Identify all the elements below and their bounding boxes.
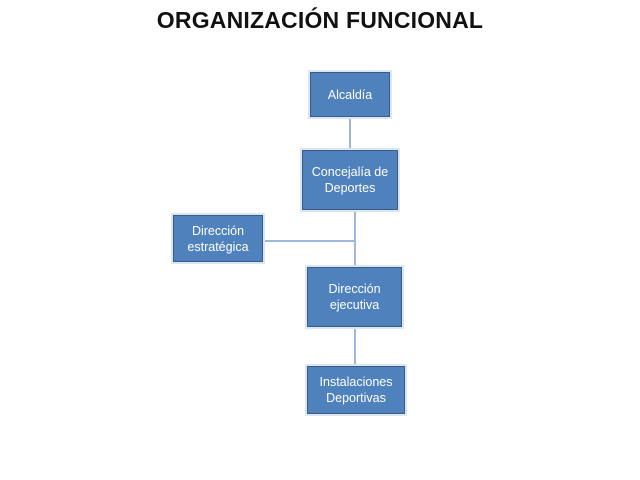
node-concejalia-de-deportes-label: Concejalía de Deportes	[311, 165, 389, 195]
node-direccion-estrategica-label: Dirección estratégica	[187, 223, 249, 254]
node-direccion-estrategica[interactable]: Dirección estratégica	[173, 215, 263, 262]
connector-concejalia-direccion-ejecutiva	[354, 210, 356, 268]
node-instalaciones-deportivas-label: Instalaciones Deportivas	[319, 375, 393, 405]
node-concejalia-de-deportes[interactable]: Concejalía de Deportes	[302, 150, 398, 210]
page-title: ORGANIZACIÓN FUNCIONAL	[156, 7, 484, 33]
connector-direccion-ejecutiva-instalaciones	[354, 327, 356, 366]
node-alcaldia[interactable]: Alcaldía	[310, 72, 390, 117]
node-alcaldia-label: Alcaldía	[327, 87, 373, 102]
node-direccion-ejecutiva-label: Dirección ejecutiva	[328, 282, 381, 312]
connector-direccion-estrategica-trunk	[263, 240, 356, 242]
node-direccion-ejecutiva[interactable]: Dirección ejecutiva	[307, 267, 402, 327]
connector-alcaldia-concejalia	[349, 117, 351, 151]
node-instalaciones-deportivas[interactable]: Instalaciones Deportivas	[307, 366, 405, 414]
